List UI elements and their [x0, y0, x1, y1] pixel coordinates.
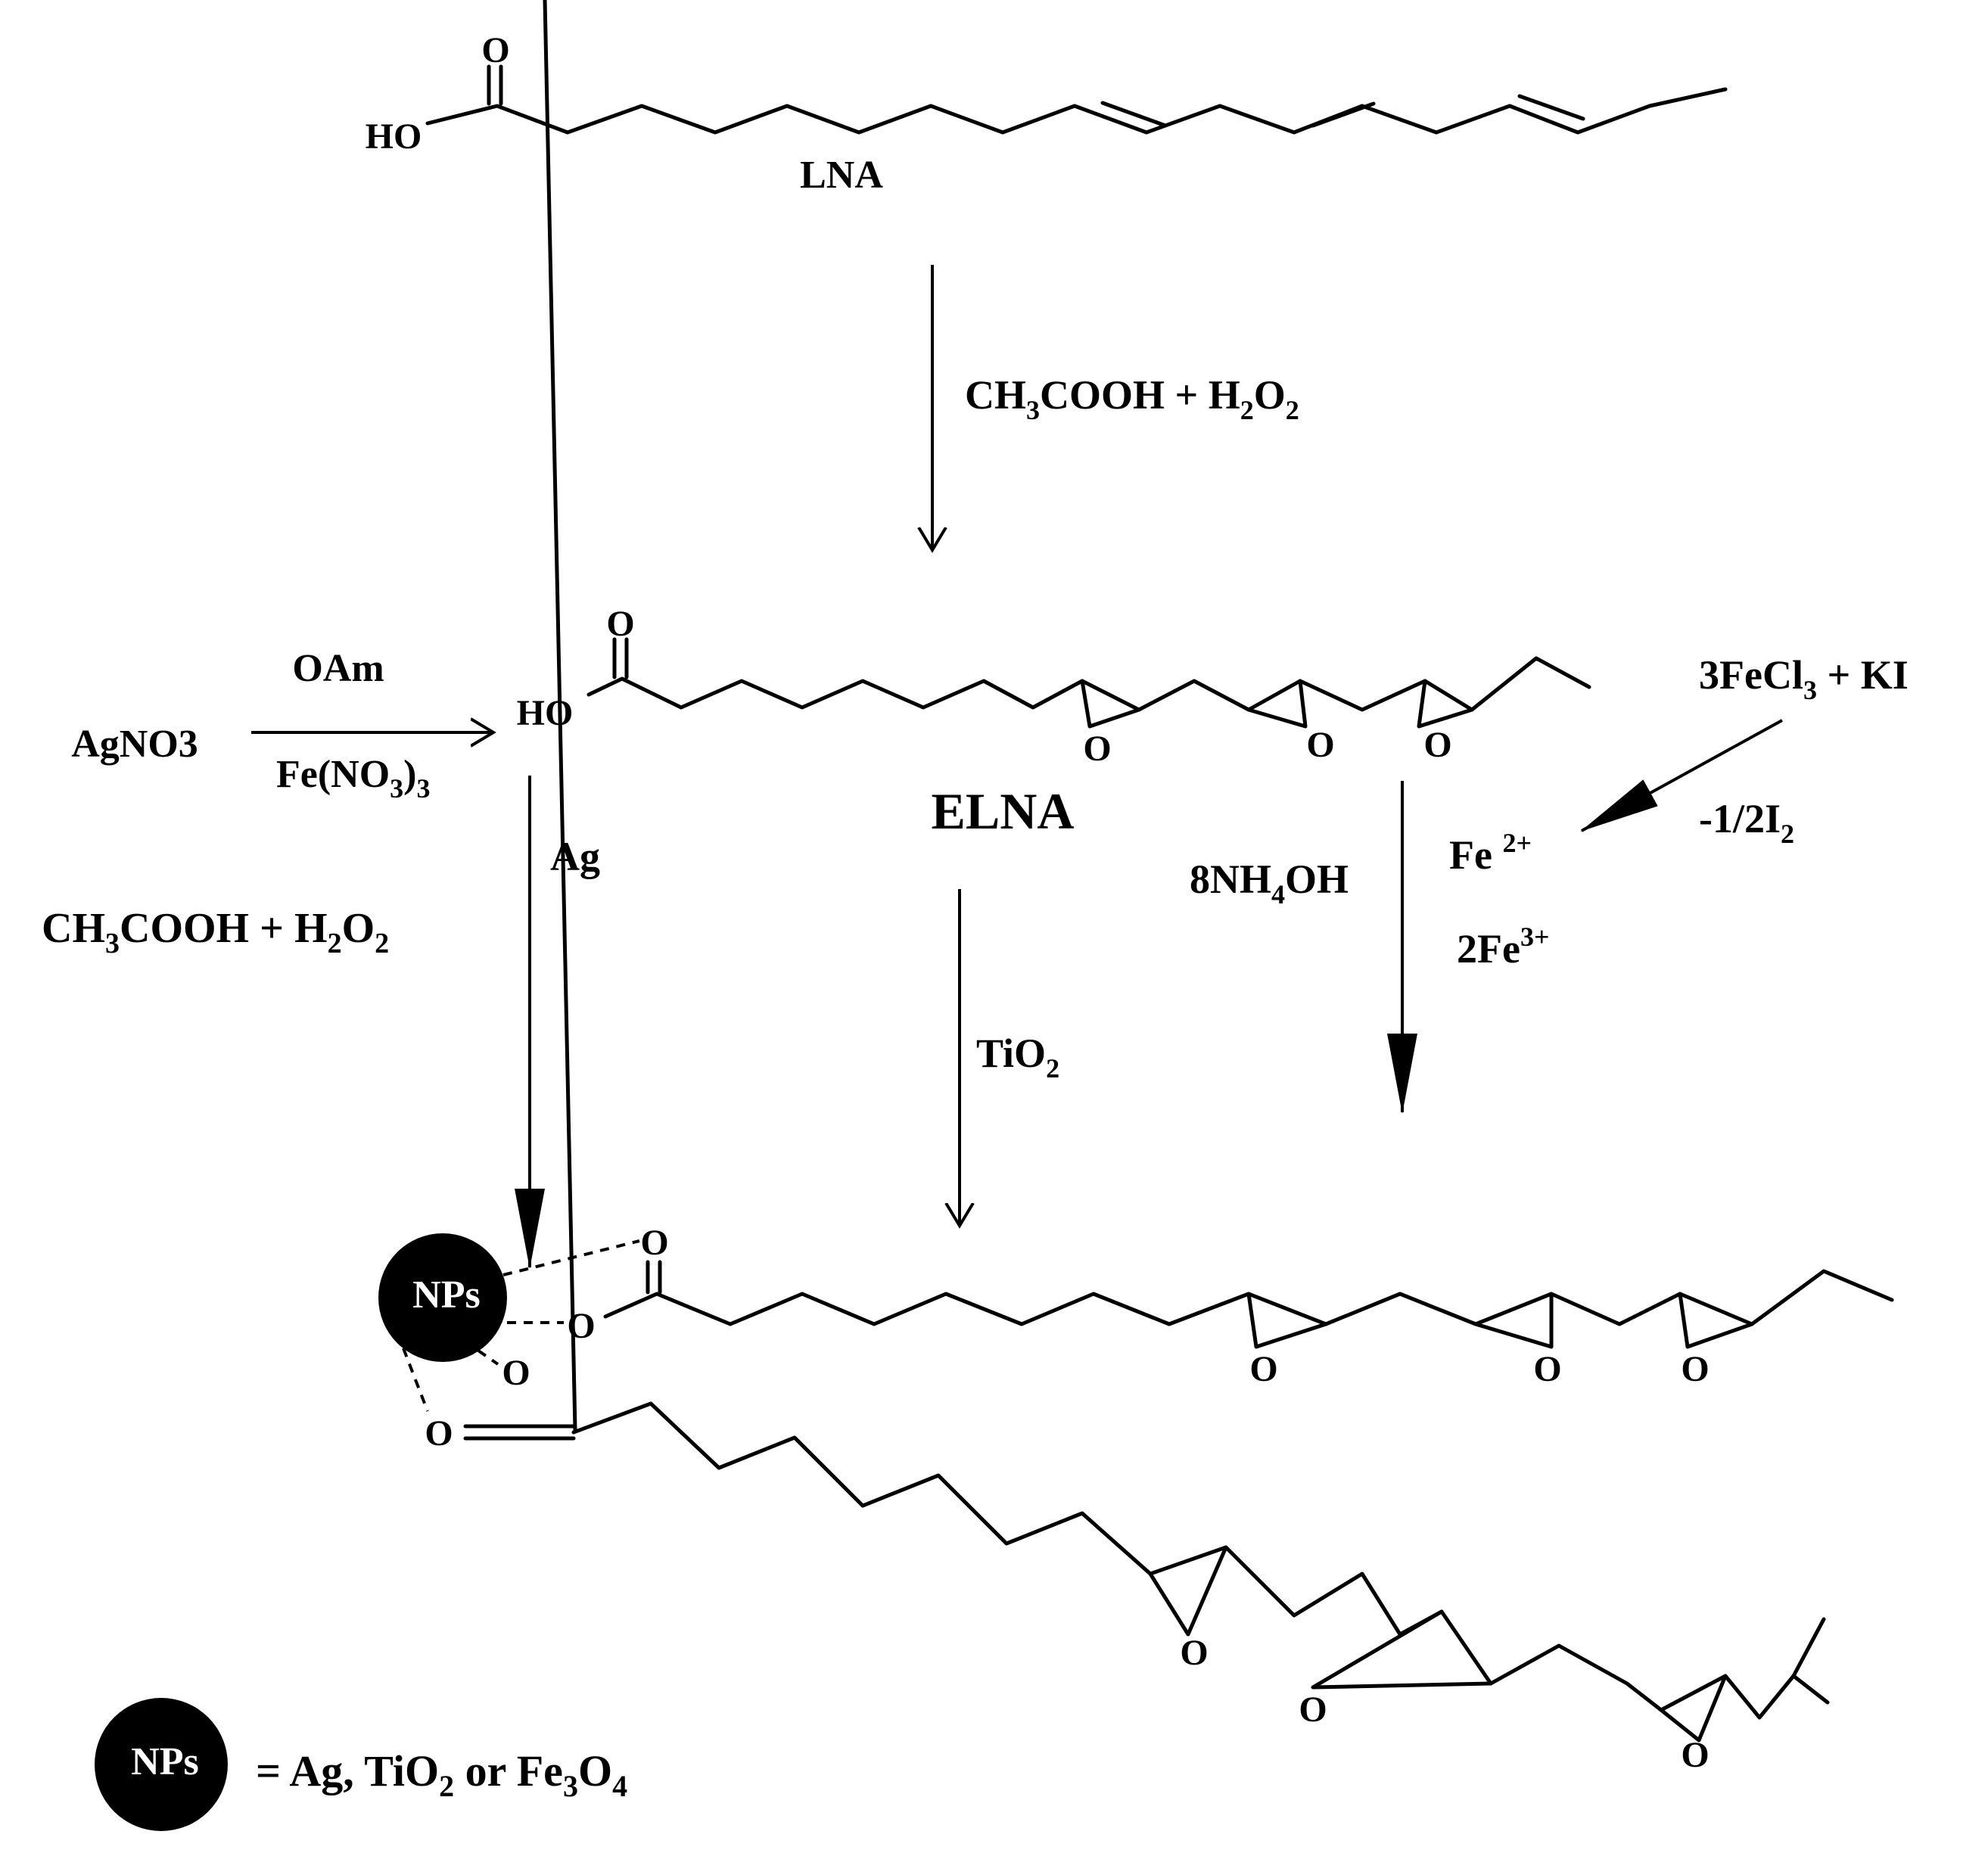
complex-epoxide-o-5: O	[1299, 1690, 1327, 1730]
ammonium-hydroxide: 8NH4OH	[1190, 857, 1349, 909]
complex-o-3: O	[502, 1353, 530, 1393]
complex-o-1: O	[640, 1223, 668, 1263]
ag-label: Ag	[550, 834, 600, 879]
complex-epoxide-o-2: O	[1533, 1349, 1561, 1389]
lna-structure	[425, 64, 1728, 135]
lna-carbonyl-o: O	[481, 30, 509, 70]
legend-np-label: NPs	[131, 1740, 199, 1783]
iron-nitrate-reagent: Fe(NO3)3	[276, 753, 431, 804]
np-sphere-label: NPs	[412, 1273, 481, 1317]
elna-structure	[586, 637, 1591, 729]
ag-peroxide-reagent: CH3COOH + H2O2	[42, 905, 389, 959]
legend-text: = Ag, TiO2 or Fe3O4	[256, 1746, 627, 1803]
elna-epoxide-o-1: O	[1083, 729, 1111, 769]
elna-epoxide-o-3: O	[1423, 725, 1451, 765]
complex-epoxide-o-4: O	[1180, 1633, 1208, 1673]
elna-label: ELNA	[932, 782, 1075, 840]
complex-epoxide-o-3: O	[1681, 1349, 1709, 1389]
lna-hydroxyl: HO	[366, 117, 422, 157]
ferrous-ion: Fe 2+	[1449, 828, 1532, 878]
legend-np-sphere	[95, 1698, 228, 1831]
complex-epoxide-o-1: O	[1249, 1349, 1277, 1389]
tio2-reagent: TiO2	[976, 1031, 1059, 1084]
elna-carbonyl-o: O	[606, 604, 634, 644]
ferric-ion: 2Fe3+	[1457, 922, 1549, 972]
lna-label: LNA	[800, 154, 883, 197]
fecl3-ki-reagent: 3FeCl3 + KI	[1699, 652, 1909, 705]
coordination-bond-3	[477, 1349, 499, 1366]
epoxidation-reagent: CH3COOH + H2O2	[965, 372, 1299, 425]
complex-o-4: O	[425, 1413, 453, 1453]
agno3-reagent: AgNO3	[71, 723, 198, 766]
elna-epoxide-o-2: O	[1306, 725, 1334, 765]
np-complex-structure	[463, 0, 1894, 1743]
iodide-reduction-arrow	[1580, 719, 1783, 832]
coordination-bond-1	[502, 1239, 640, 1276]
elna-hydroxyl: HO	[517, 693, 574, 733]
oam-reagent: OAm	[292, 647, 384, 690]
np-sphere	[378, 1233, 507, 1362]
complex-o-2: O	[567, 1306, 595, 1346]
coordination-bond-4	[402, 1348, 429, 1412]
complex-epoxide-o-6: O	[1681, 1735, 1709, 1775]
iodine-byproduct: -1/2I2	[1699, 796, 1794, 849]
